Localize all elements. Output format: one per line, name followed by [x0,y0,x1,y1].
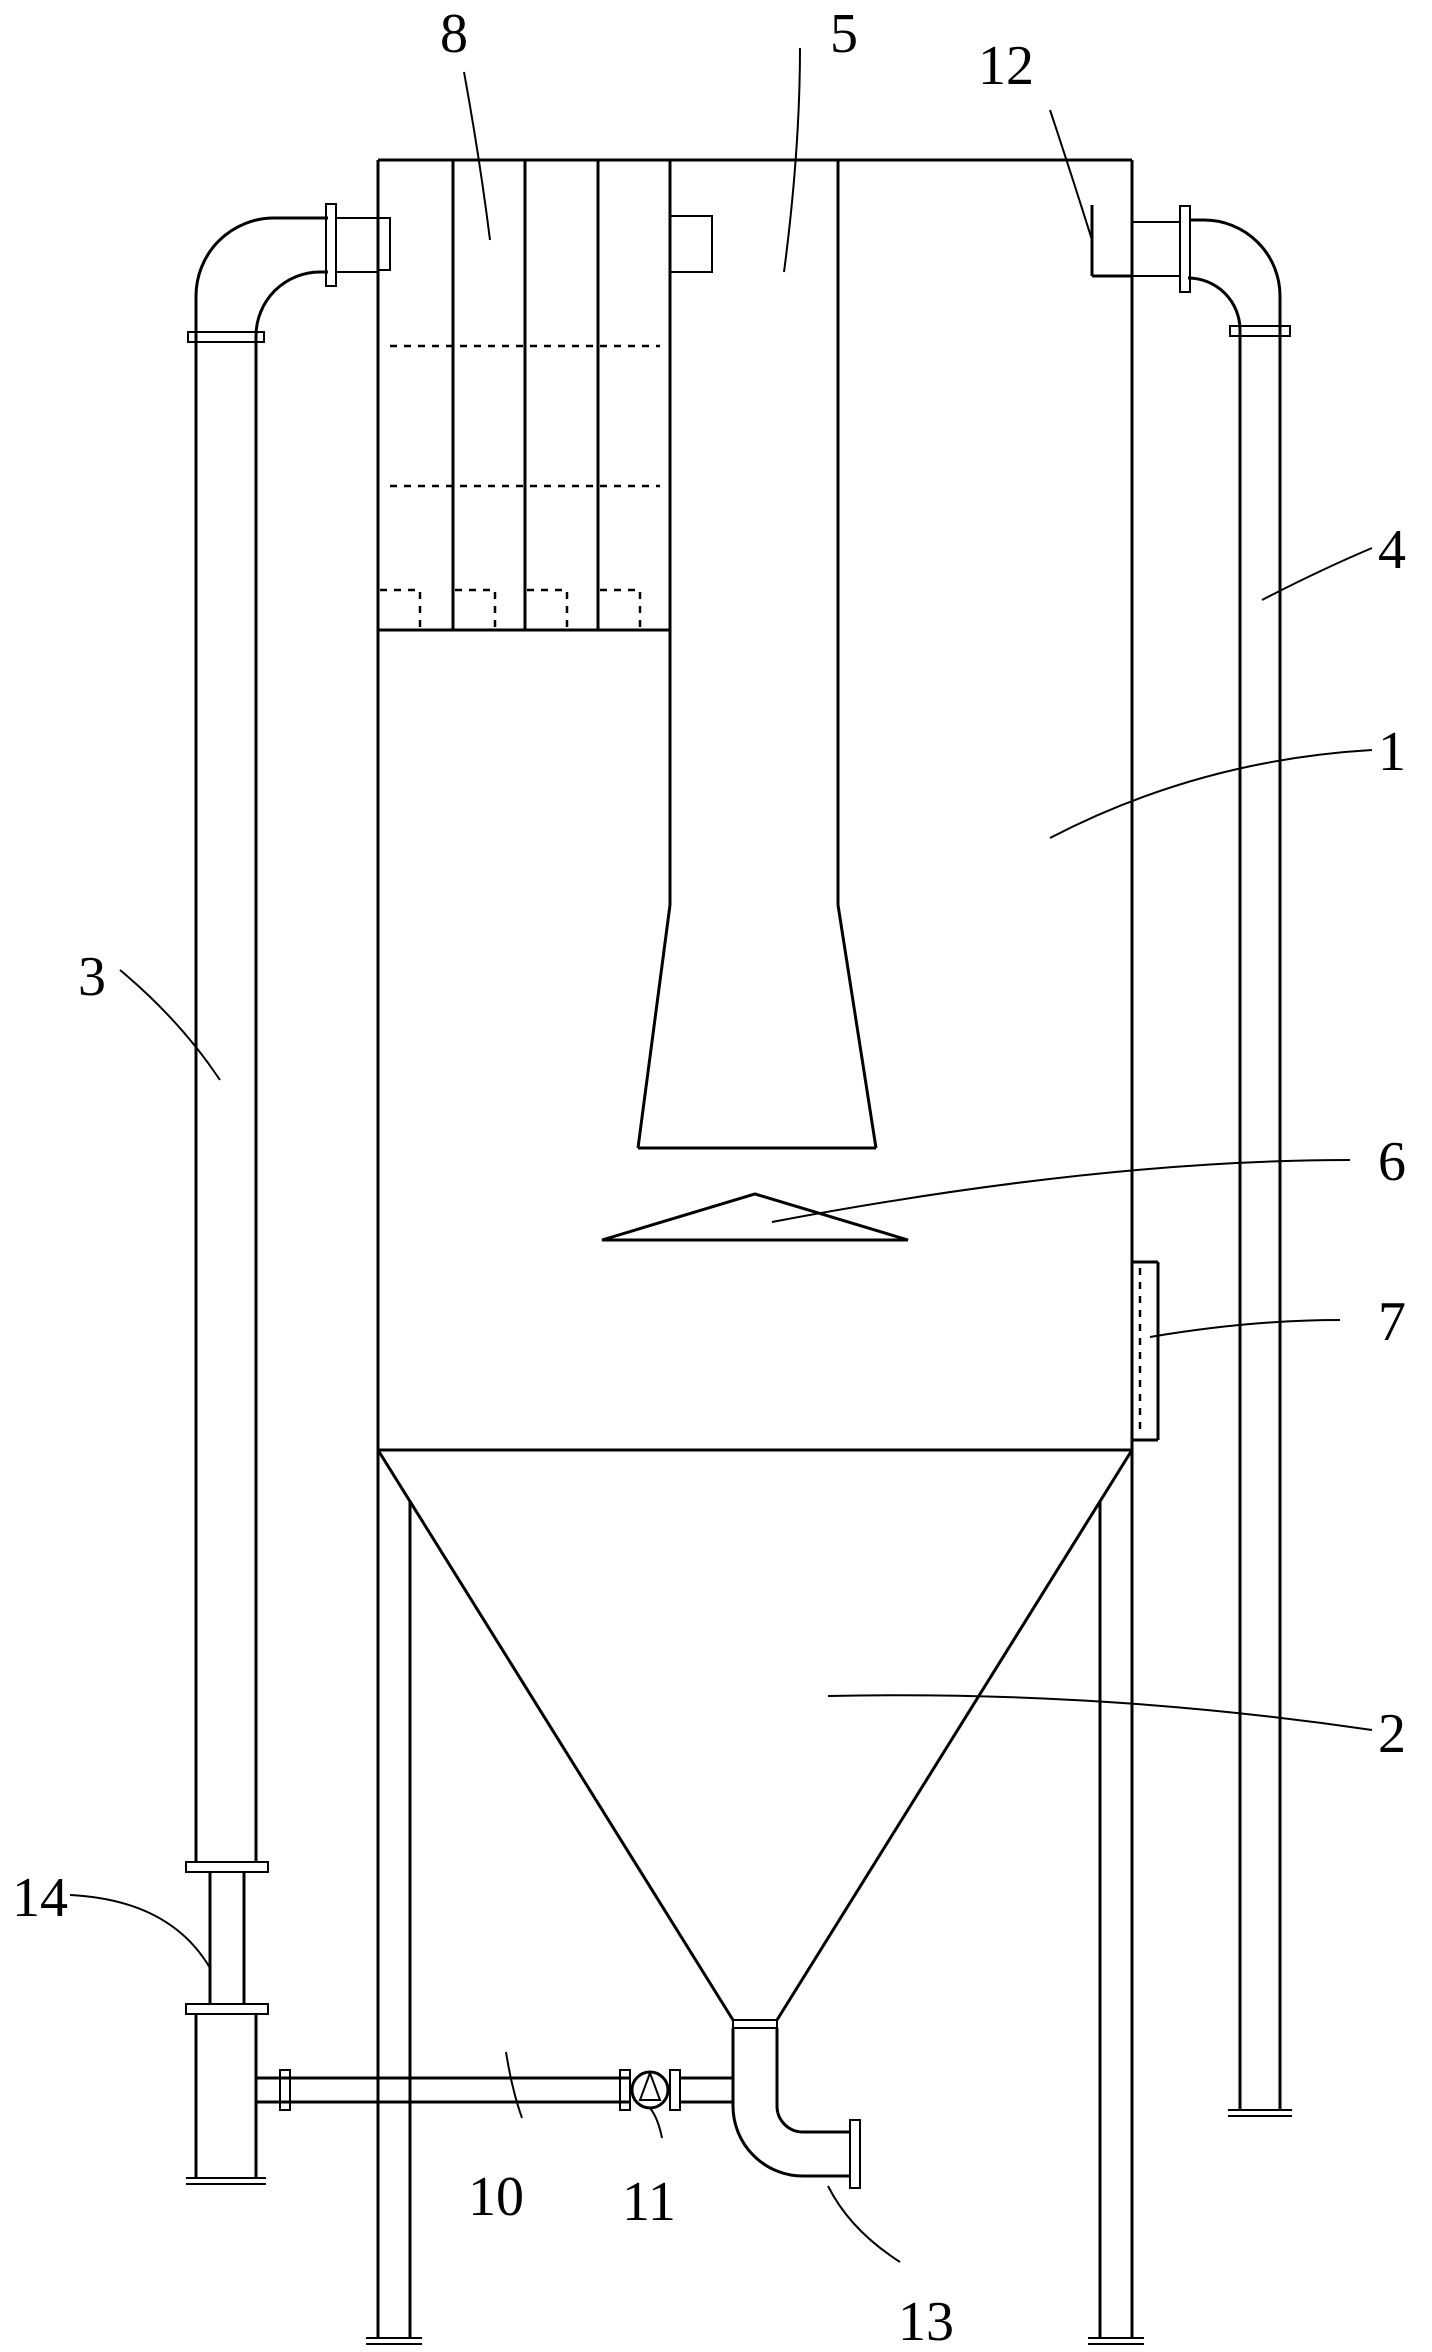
deflector-cone [601,1192,909,1242]
label-5: 5 [830,3,858,65]
label-10: 10 [468,2166,524,2228]
left-pipe [185,203,379,2185]
label-1: 1 [1378,721,1406,783]
small-nozzle [1090,205,1132,278]
central-pipe [636,160,878,1150]
label-8: 8 [440,3,468,65]
filter-bags [377,160,713,632]
label-13: 13 [898,2291,954,2352]
label-2: 2 [1378,1703,1406,1765]
label-12: 12 [978,35,1034,97]
cone-hopper [376,1449,1134,2021]
side-hatch [1131,1252,1160,1442]
right-pipe [1131,205,1292,2117]
label-11: 11 [622,2171,676,2233]
discharge-elbow [731,2019,861,2189]
label-6: 6 [1378,1131,1406,1193]
label-3: 3 [78,946,106,1008]
valve-pump [630,2070,670,2110]
support-legs [366,1450,1144,2345]
label-14: 14 [12,1867,68,1929]
connecting-pipe [256,2069,733,2111]
tank-body [376,158,1134,1452]
label-7: 7 [1378,1291,1406,1353]
label-4: 4 [1378,519,1406,581]
leader-lines [69,47,1373,2263]
